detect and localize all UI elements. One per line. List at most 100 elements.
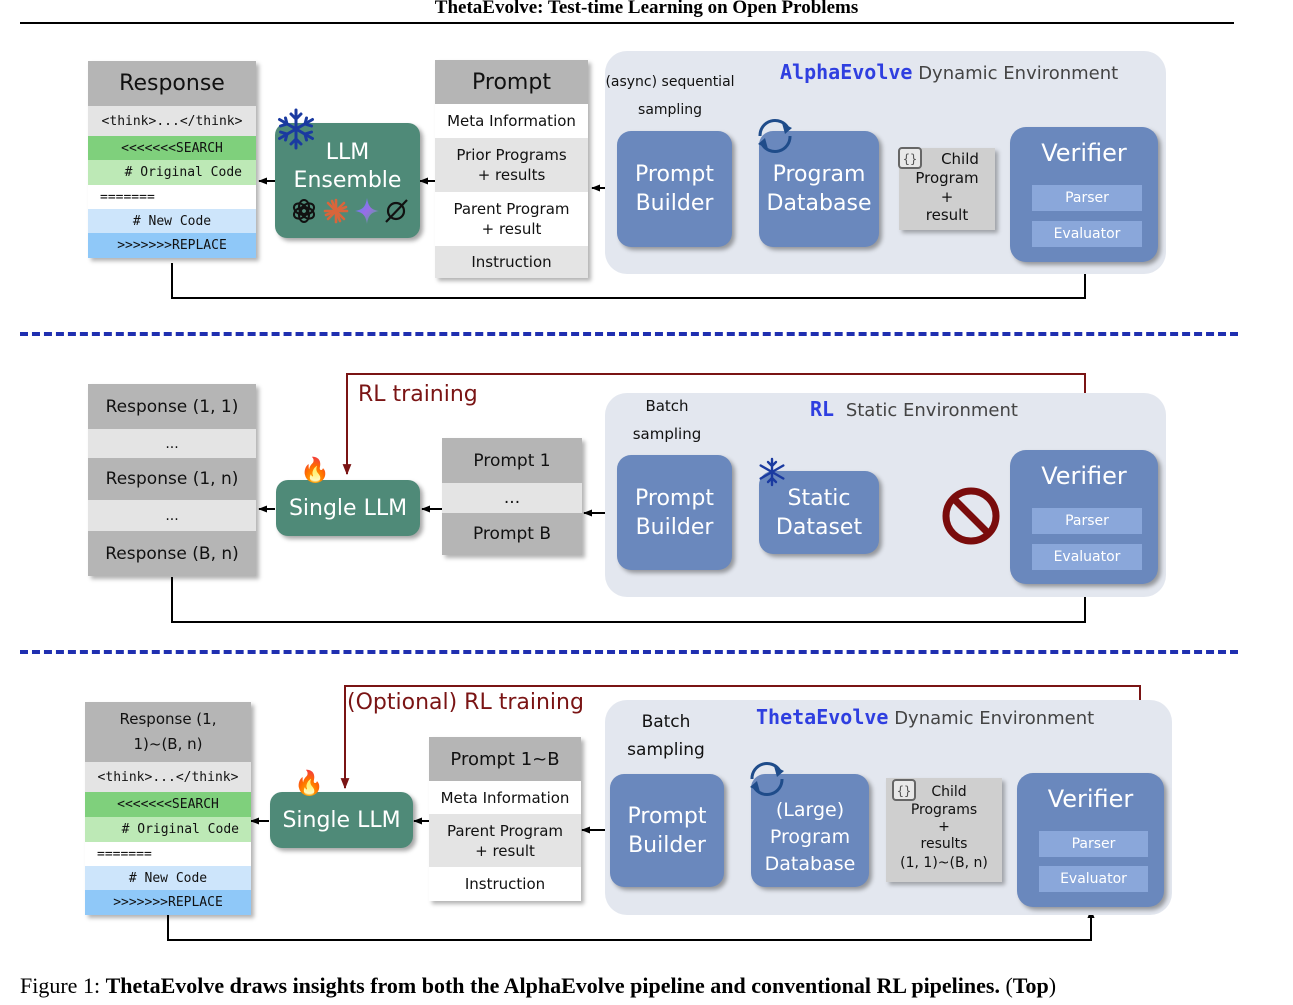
prompt-builder-mid: Prompt Builder [617,455,732,570]
snowflake-icon [759,457,785,487]
child-line-2: Programs [910,802,978,818]
figure-caption: Figure 1: ThetaEvolve draws insights fro… [20,973,1280,999]
static-dataset-mid: Static Dataset [759,471,879,554]
env-label-bottom: Dynamic Environment [894,708,1095,729]
env-title-top: AlphaEvolve Dynamic Environment [780,60,1118,84]
prompt-stack-bottom: Prompt 1~B Meta Information Parent Progr… [429,737,581,901]
code-braces-icon: {} [892,779,916,801]
prompt-row-parent: Parent Program + result [429,814,581,867]
no-entry-icon [942,487,1000,545]
header-rule [20,22,1234,24]
svg-text:{}: {} [897,784,911,798]
arrow-response-to-verifier [171,263,1089,299]
response-row-replace: >>>>>>>REPLACE [85,890,251,915]
response-row: Response (1, n) [88,458,256,500]
response-row-divider: ======= [85,842,251,866]
response-row-original: # Original Code [88,160,256,185]
fire-icon: 🔥 [300,456,330,484]
caption-paren-close: ) [1048,973,1057,998]
prompt-row: ... [442,483,582,513]
response-row: ... [88,429,256,458]
response-stack-mid: Response (1, 1) ... Response (1, n) ... … [88,384,256,576]
response-row-new: # New Code [88,209,256,233]
evaluator-bottom: Evaluator [1039,866,1148,892]
rl-training-label-bottom: (Optional) RL training [347,690,584,715]
svg-text:{}: {} [903,152,917,166]
env-title-bottom: ThetaEvolve Dynamic Environment [756,705,1094,729]
caption-bold: ThetaEvolve draws insights from both the… [105,973,1000,998]
sampling-note-top: (async) sequential sampling [605,74,735,118]
evaluator-top: Evaluator [1032,221,1142,247]
cycle-icon [758,118,792,154]
grok-icon [385,199,408,223]
child-line-1: Child [931,784,967,800]
single-llm-mid: Single LLM [276,480,420,536]
fire-icon: 🔥 [294,769,324,797]
prompt-builder-top: Prompt Builder [617,131,732,247]
response-row-search: <<<<<<<SEARCH [85,792,251,817]
verifier-top: Verifier Parser Evaluator [1010,127,1158,262]
env-label-top: Dynamic Environment [918,63,1119,84]
prompt-row-instruction: Instruction [435,246,588,278]
caption-prefix: Figure 1: [20,973,101,998]
prompt-stack-mid: Prompt 1 ... Prompt B [442,438,582,555]
verifier-mid: Verifier Parser Evaluator [1010,450,1158,584]
snowflake-icon [278,108,314,150]
child-program-box-top: Child Program + result [899,148,995,230]
response-row-original: # Original Code [85,817,251,842]
page-header-title: ThetaEvolve: Test-time Learning on Open … [434,0,859,18]
verifier-title-mid: Verifier [1041,462,1127,490]
gemini-icon [355,198,379,224]
caption-top: Top [1012,973,1049,998]
response-stack-top: Response <think>...</think> <<<<<<<SEARC… [88,61,256,258]
child-line-3: + [940,188,954,206]
prompt-builder-bottom: Prompt Builder [610,774,724,887]
child-line-4: result [925,206,969,224]
env-title-mid: RL Static Environment [810,397,1018,421]
separator-2 [20,650,1238,654]
response-row: Response (1, 1) [88,384,256,429]
verifier-bottom: Verifier Parser Evaluator [1017,773,1164,907]
parser-top: Parser [1032,185,1142,211]
parser-bottom: Parser [1039,831,1148,857]
prompt-row-parent: Parent Program + result [435,192,588,246]
llm-ensemble-label: LLM Ensemble [293,140,402,193]
prompt-title-bottom: Prompt 1~B [429,737,581,781]
verifier-title-bottom: Verifier [1047,785,1134,813]
response-row: ... [88,500,256,531]
response-row-replace: >>>>>>>REPLACE [88,233,256,258]
child-line-5: (1, 1)~(B, n) [900,855,988,871]
evaluator-mid: Evaluator [1032,544,1142,570]
response-row-divider: ======= [88,185,256,209]
env-brand-top: AlphaEvolve [780,60,913,84]
response-row-search: <<<<<<<SEARCH [88,136,256,160]
response-row-think: <think>...</think> [88,106,256,136]
rl-training-label-mid: RL training [358,382,478,407]
openai-icon [292,199,316,223]
verifier-title-top: Verifier [1041,139,1127,167]
single-llm-bottom: Single LLM [270,792,413,848]
sampling-note-bottom: Batch sampling [627,712,705,760]
env-label-mid: Static Environment [845,400,1018,421]
prompt-title-top: Prompt [435,60,588,104]
response-row: Response (B, n) [88,531,256,576]
prompt-row-instruction: Instruction [429,867,581,901]
code-braces-icon: {} [898,147,922,169]
response-title-top: Response [88,61,256,106]
child-line-2: Program [915,169,979,187]
prompt-row: Prompt B [442,513,582,555]
prompt-row-prior: Prior Programs + results [435,138,588,192]
cycle-icon [750,761,784,797]
sampling-note-mid: Batch sampling [632,397,702,443]
env-brand-mid: RL [810,397,835,421]
child-line-1: Child [941,150,979,168]
separator-1 [20,332,1238,336]
parser-mid: Parser [1032,508,1142,534]
claude-icon [323,198,349,224]
prompt-row: Prompt 1 [442,438,582,483]
response-stack-bottom: Response (1, 1)~(B, n) <think>...</think… [85,702,251,915]
response-row-new: # New Code [85,866,251,890]
prompt-stack-top: Prompt Meta Information Prior Programs +… [435,60,588,278]
child-line-4: results [920,836,968,852]
response-row-think: <think>...</think> [85,762,251,792]
